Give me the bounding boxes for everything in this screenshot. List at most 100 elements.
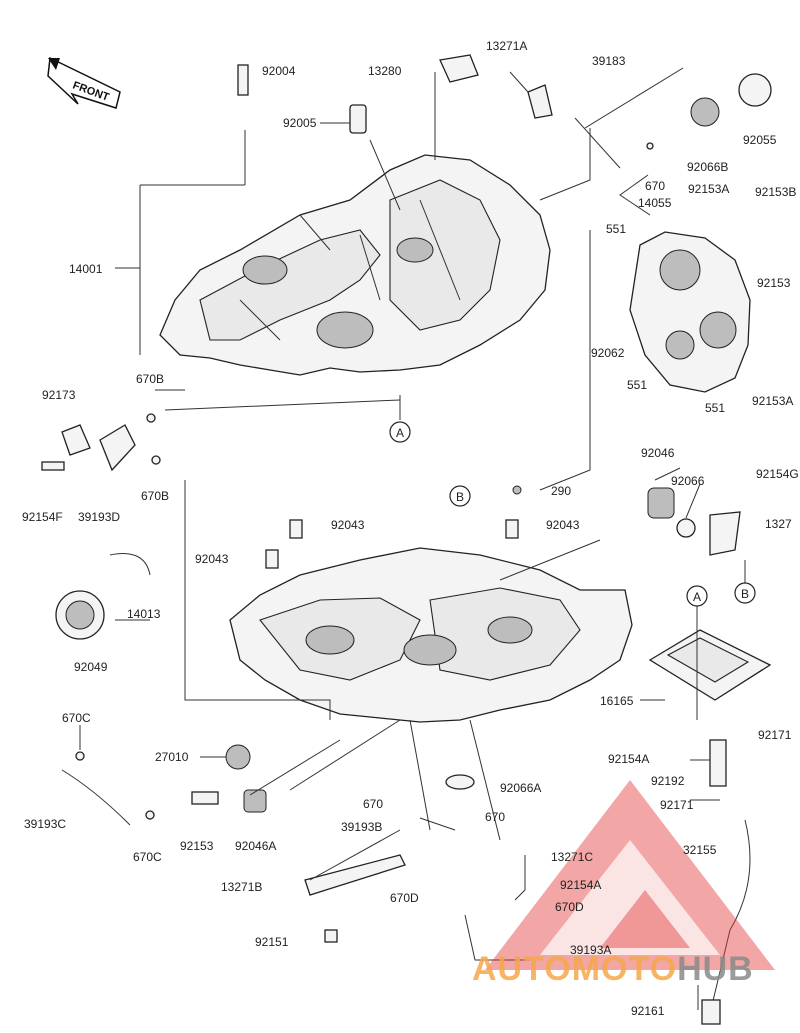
label-13271a: 13271A	[486, 39, 528, 53]
label-14013: 14013	[127, 607, 161, 621]
label-92055: 92055	[743, 133, 777, 147]
dowel-92043-c	[505, 519, 519, 539]
label-92062: 92062	[591, 346, 625, 360]
label-92154a-lower: 92154A	[560, 878, 602, 892]
oil-pan-16165	[648, 629, 772, 701]
label-670d-left: 670D	[390, 891, 419, 905]
label-670-x: 670	[363, 797, 384, 811]
watermark-part-1: AUTOMOTO	[472, 950, 678, 988]
bracket-92173	[61, 424, 91, 456]
pipe-39193a	[464, 914, 530, 961]
label-92004: 92004	[262, 64, 296, 78]
oring-92055	[738, 73, 772, 107]
bolt-92151	[324, 929, 338, 943]
label-39193c: 39193C	[24, 817, 67, 831]
label-92153b: 92153B	[755, 185, 797, 199]
label-39193b: 39193B	[341, 820, 383, 834]
front-arrow-icon	[47, 56, 121, 109]
label-92043-b: 92043	[195, 552, 229, 566]
label-13280: 13280	[368, 64, 402, 78]
label-92153a: 92153A	[688, 182, 730, 196]
bracket-1327	[709, 511, 741, 556]
label-551-a: 551	[606, 222, 627, 236]
lower-crankcase	[229, 547, 633, 723]
cap-92066	[676, 518, 696, 538]
label-39183: 39183	[592, 54, 626, 68]
bolt-92154f	[41, 461, 65, 471]
label-14055: 14055	[638, 196, 672, 210]
label-92153: 92153	[180, 839, 214, 853]
label-92171-b: 92171	[660, 798, 694, 812]
label-92043-a: 92043	[331, 518, 365, 532]
callout-b-upper: B	[449, 485, 471, 507]
label-92049: 92049	[74, 660, 108, 674]
label-92153a-lower: 92153A	[752, 394, 794, 408]
svg-text:A: A	[396, 426, 404, 440]
plate-13271b	[304, 854, 406, 896]
label-27010: 27010	[155, 750, 189, 764]
svg-text:B: B	[741, 587, 749, 601]
label-92154f: 92154F	[22, 510, 63, 524]
rod-39183	[584, 67, 684, 129]
label-670-y: 670	[485, 810, 506, 824]
label-92154g: 92154G	[756, 467, 799, 481]
bearing-92046a	[243, 789, 267, 813]
pipe-92192	[709, 739, 727, 787]
label-670c-lower: 670C	[133, 850, 162, 864]
label-92046a: 92046A	[235, 839, 277, 853]
dowel-92043-a	[289, 519, 303, 539]
cover-14055	[629, 231, 751, 393]
seal-14013	[109, 553, 151, 576]
label-92171-a: 92171	[758, 728, 792, 742]
label-14001: 14001	[69, 262, 103, 276]
hose-32155	[711, 819, 751, 1006]
label-92066: 92066	[671, 474, 705, 488]
cap-92066a	[445, 774, 475, 790]
label-92066b: 92066B	[687, 160, 729, 174]
bolt-92004	[237, 64, 249, 96]
label-92066a: 92066A	[500, 781, 542, 795]
label-16165: 16165	[600, 694, 634, 708]
label-670b-upper: 670B	[136, 372, 165, 386]
fitting-39193d	[99, 424, 136, 472]
label-92192: 92192	[651, 774, 685, 788]
dowel-92005	[349, 104, 367, 134]
svg-text:B: B	[456, 490, 464, 504]
automotohub-logo	[485, 780, 775, 970]
upper-crankcase	[159, 154, 551, 376]
label-13271c: 13271C	[551, 850, 594, 864]
gear-92066b	[690, 97, 720, 127]
label-92005: 92005	[283, 116, 317, 130]
label-670c-upper: 670C	[62, 711, 91, 725]
callout-a-lower: A	[686, 585, 708, 607]
leader-lines	[79, 71, 746, 1010]
plug-27010	[225, 744, 251, 770]
label-92173: 92173	[42, 388, 76, 402]
plug-290	[512, 485, 522, 495]
label-92154a-upper: 92154A	[608, 752, 650, 766]
callout-a-upper: A	[389, 421, 411, 443]
label-39193d: 39193D	[78, 510, 121, 524]
label-670d-right: 670D	[555, 900, 584, 914]
callout-b-lower: B	[734, 582, 756, 604]
label-670: 670	[645, 179, 666, 193]
label-551-c: 551	[705, 401, 726, 415]
label-551-b: 551	[627, 378, 648, 392]
svg-text:A: A	[693, 590, 701, 604]
label-92153-right: 92153	[757, 276, 791, 290]
label-92046: 92046	[641, 446, 675, 460]
oring-670	[646, 142, 654, 150]
bracket-13280	[439, 54, 479, 83]
label-13271b: 13271B	[221, 880, 263, 894]
pipe-39193c	[61, 769, 131, 826]
label-39193a: 39193A	[570, 943, 612, 957]
label-92151: 92151	[255, 935, 289, 949]
label-290: 290	[551, 484, 572, 498]
bracket-13271a	[527, 84, 553, 119]
bearing-92046	[647, 487, 675, 519]
watermark: AUTOMOTOHUB	[472, 950, 754, 989]
fitting-39193b	[419, 817, 456, 831]
filter-92161	[701, 999, 721, 1025]
dowel-92043-b	[265, 549, 279, 569]
